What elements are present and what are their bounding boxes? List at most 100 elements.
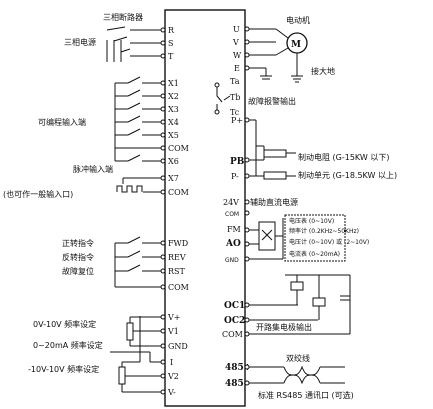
relay-coil-2-icon: [312, 297, 326, 307]
terminal-u: U: [233, 25, 240, 34]
relay-contact-icon: [216, 87, 223, 110]
pulse-input-label: 脉冲输入端: [73, 164, 113, 174]
terminal-ao: AO: [225, 239, 241, 249]
terminal-tc: Tc: [230, 108, 240, 117]
programmable-inputs-label: 可编程输入端: [38, 117, 86, 127]
open-collector-label: 开路集电极输出: [256, 322, 312, 332]
aux-power-label: 辅助直流电源: [250, 197, 298, 207]
switch-x1: [115, 76, 162, 84]
capacitor-icon: [340, 295, 350, 301]
switch-x5: [115, 128, 162, 136]
potentiometer-2-icon: [118, 366, 126, 385]
terminal-i: I: [170, 358, 173, 367]
brake-unit-icon: [263, 171, 287, 180]
analog-input-0-20ma-label: 0~20mA 频率设定: [33, 340, 103, 350]
terminal-v-plus: V+: [167, 313, 180, 322]
terminal-oc1: OC1: [224, 301, 245, 311]
potentiometer-1-icon: [126, 322, 134, 341]
terminal-gnd-ai: GND: [168, 342, 188, 351]
terminal-tb: Tb: [230, 93, 240, 102]
terminal-x3: X3: [168, 105, 179, 114]
ao-meter-line-3: 电压计 (0~10V) 或 (2~10V): [289, 238, 369, 246]
pulse-input-note: (也可作一般输入口): [3, 189, 73, 199]
terminal-t: T: [168, 52, 174, 61]
terminal-pb: PB: [230, 157, 245, 167]
terminal-x2: X2: [168, 92, 179, 101]
reset-command-label: 故障复位: [62, 266, 94, 276]
fault-output-label: 故障报警输出: [248, 96, 296, 106]
supply-label: 三相电源: [64, 37, 96, 47]
switch-x6: [115, 154, 162, 162]
terminal-fm: FM: [227, 225, 241, 234]
forward-command-label: 正转指令: [62, 238, 94, 248]
terminal-x6: X6: [168, 157, 179, 166]
terminal-r: R: [168, 26, 175, 35]
breaker-icon: [106, 26, 131, 53]
reverse-command-label: 反转指令: [62, 252, 94, 262]
ao-meter-line-4: 电流表 (0~20mA): [289, 250, 340, 258]
brake-unit-label: 制动单元 (G-18.5KW 以上): [298, 170, 397, 180]
inverter-body: [164, 9, 246, 407]
meter-group-icon: [284, 214, 346, 262]
terminal-com-oc: COM: [222, 330, 243, 339]
terminal-w: W: [233, 51, 242, 60]
terminal-24v: 24V: [223, 198, 239, 207]
terminal-oc2: OC2: [224, 316, 245, 326]
terminal-com-1: COM: [168, 144, 189, 153]
rs485-label: 标准 RS485 通讯口 (可选): [258, 390, 354, 400]
rs485-section: 485+ 485- 双绞线 标准 RS485 通讯口 (可选): [225, 353, 354, 400]
open-collector-section: OC1 OC2 COM 开路集电极输出: [222, 274, 351, 339]
terminal-s: S: [168, 39, 173, 48]
ground-icon: [260, 75, 272, 80]
motor-symbol: M: [291, 40, 301, 50]
terminal-com-2: COM: [168, 188, 189, 197]
switch-fwd: [115, 236, 162, 244]
terminal-v: V: [232, 38, 239, 47]
switch-x3: [115, 102, 162, 110]
brake-section: P+ PB P- 制动电阻 (G-15KW 以下) 制动单元 (G-18.5KW…: [230, 116, 397, 181]
terminal-e: E: [234, 64, 240, 73]
terminal-com-3: COM: [168, 283, 189, 292]
analog-input-pm10v-label: -10V-10V 频率设定: [28, 364, 99, 374]
analog-inputs-section: 0V-10V 频率设定 0~20mA 频率设定 -10V-10V 频率设定 V+…: [28, 313, 188, 397]
switch-x2: [115, 89, 162, 97]
terminal-x1: X1: [168, 79, 179, 88]
terminal-x5: X5: [168, 131, 179, 140]
switch-rev: [115, 250, 162, 258]
motor-output-section: U V W E M 电动机 接大地: [232, 15, 335, 83]
terminal-x4: X4: [168, 118, 179, 127]
switch-x4: [115, 115, 162, 123]
aux-power-section: 24V COM 辅助直流电源: [223, 197, 298, 218]
ground-label: 接大地: [311, 66, 335, 76]
switch-rst: [115, 264, 162, 272]
terminal-ta: Ta: [230, 77, 240, 86]
jumper-switch-icon: [258, 221, 276, 251]
terminal-rev: REV: [168, 253, 186, 262]
terminal-rst: RST: [168, 267, 186, 276]
terminal-fwd: FWD: [168, 239, 188, 248]
terminal-gnd-ao: GND: [225, 257, 239, 264]
brake-resistor-label: 制动电阻 (G-15KW 以下): [298, 152, 389, 162]
terminal-485-plus: 485+: [225, 363, 251, 373]
analog-output-section: FM AO GND 电压表 (0~10V) 频率计 (0.2KHz~50KHz)…: [225, 214, 369, 264]
twisted-pair-icon: [283, 365, 321, 385]
pulse-input-section: 脉冲输入端 (也可作一般输入口) X7 COM: [3, 164, 189, 199]
terminal-p-minus: P-: [231, 172, 239, 181]
twisted-pair-label: 双绞线: [286, 353, 310, 363]
terminal-485-minus: 485-: [225, 379, 248, 389]
programmable-inputs-section: 可编程输入端 X1 X2 X3 X4 X5 COM X6: [38, 76, 189, 166]
breaker-label: 三相断路器: [103, 12, 143, 22]
terminal-v2: V2: [167, 372, 179, 381]
analog-input-0-10v-label: 0V-10V 频率设定: [33, 319, 96, 329]
terminal-v-minus: V-: [167, 388, 176, 397]
ao-meter-line-2: 频率计 (0.2KHz~50KHz): [289, 227, 359, 235]
terminal-p-plus: P+: [231, 116, 243, 125]
brake-resistor-icon: [263, 149, 287, 158]
terminal-x7: X7: [168, 174, 179, 183]
pulse-wave-icon: [116, 185, 143, 193]
relay-coil-icon: [290, 281, 304, 291]
motor-label: 电动机: [286, 15, 310, 25]
terminal-com-aux: COM: [225, 211, 239, 218]
earth-ground-icon: [291, 75, 303, 83]
